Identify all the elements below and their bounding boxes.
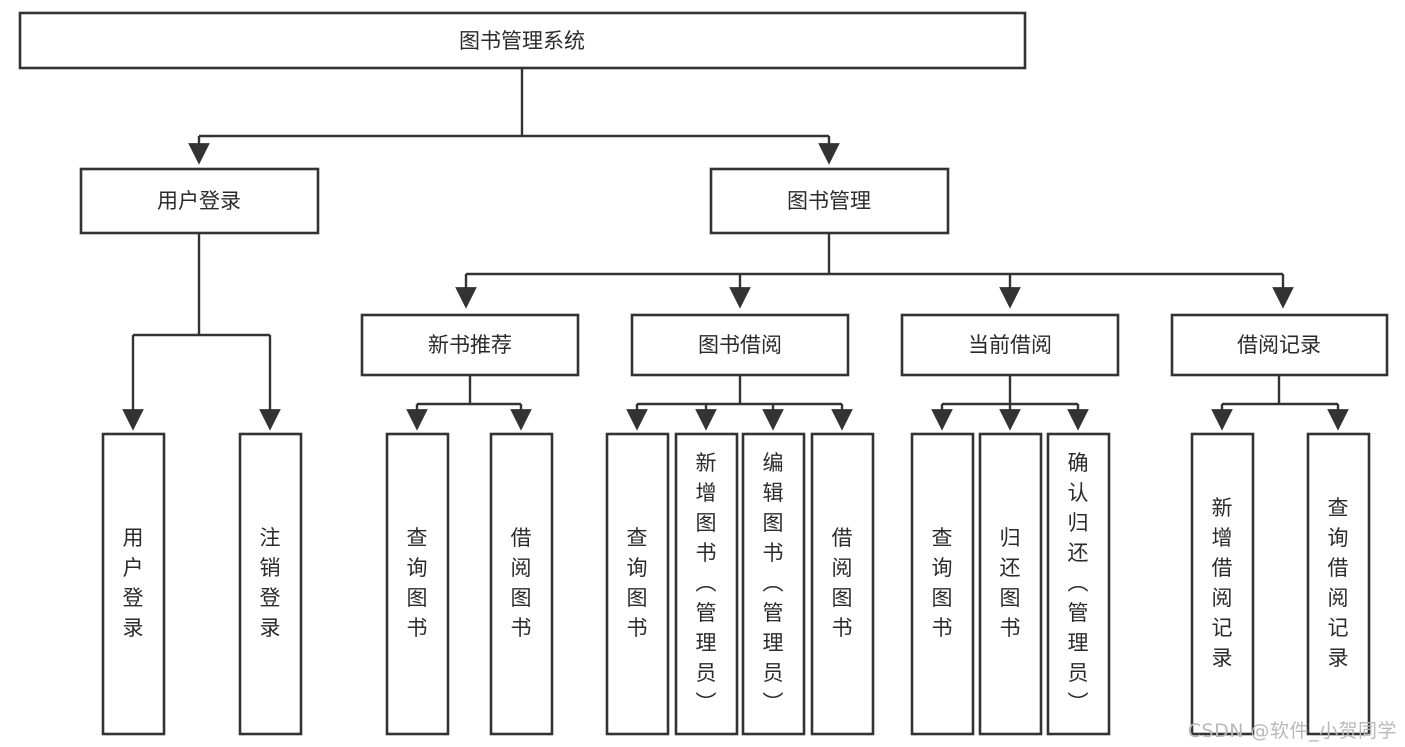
leaf-cur-confirm[interactable]: 确认归还︵管理员︶ [1046, 432, 1111, 736]
leaf-bw-borrow-label: 借阅图书 [832, 526, 853, 640]
leaf-bw-query-label: 查询图书 [627, 526, 648, 640]
node-bookmgmt[interactable]: 图书管理 [709, 167, 950, 235]
leaf-nb-borrow-label: 借阅图书 [511, 526, 532, 640]
leaf-bw-borrow-box[interactable] [810, 432, 875, 736]
leaf-user-logout[interactable]: 注销登录 [238, 432, 303, 736]
node-record-label: 借阅记录 [1237, 333, 1321, 357]
leaf-user-logout-label: 注销登录 [260, 526, 281, 640]
leaf-rec-add[interactable]: 新增借阅记录 [1190, 432, 1255, 736]
node-borrow-label: 图书借阅 [698, 333, 782, 357]
node-root-box[interactable] [18, 11, 1027, 70]
node-newbook-box[interactable] [360, 313, 580, 377]
leaf-rec-add-label: 新增借阅记录 [1212, 496, 1233, 670]
node-bookmgmt-box[interactable] [709, 167, 950, 235]
node-record[interactable]: 借阅记录 [1170, 313, 1389, 377]
leaf-cur-confirm-label: 确认归还︵管理员︶ [1068, 451, 1089, 715]
leaf-cur-query-box[interactable] [910, 432, 975, 736]
connector-layer [122, 68, 1349, 431]
node-record-box[interactable] [1170, 313, 1389, 377]
node-login-box[interactable] [79, 167, 320, 235]
node-root[interactable]: 图书管理系统 [18, 11, 1027, 70]
node-borrow-box[interactable] [630, 313, 850, 377]
leaf-rec-add-box[interactable] [1190, 432, 1255, 736]
leaf-bw-edit-label: 编辑图书︵管理员︶ [763, 451, 784, 715]
leaf-bw-edit[interactable]: 编辑图书︵管理员︶ [741, 432, 806, 736]
node-borrow[interactable]: 图书借阅 [630, 313, 850, 377]
leaf-nb-query-box[interactable] [385, 432, 450, 736]
leaf-nb-borrow[interactable]: 借阅图书 [489, 432, 554, 736]
node-newbook[interactable]: 新书推荐 [360, 313, 580, 377]
leaf-nb-borrow-box[interactable] [489, 432, 554, 736]
node-login-label: 用户登录 [157, 189, 241, 213]
leaf-user-login-label: 用户登录 [123, 526, 144, 640]
leaf-bw-add-label: 新增图书︵管理员︶ [696, 451, 717, 715]
leaf-user-login-box[interactable] [101, 432, 166, 736]
leaf-cur-return-box[interactable] [978, 432, 1043, 736]
leaf-bw-edit-box[interactable] [741, 432, 806, 736]
leaf-bw-query-box[interactable] [605, 432, 670, 736]
node-current[interactable]: 当前借阅 [900, 313, 1120, 377]
node-bookmgmt-label: 图书管理 [787, 189, 871, 213]
leaf-bw-add[interactable]: 新增图书︵管理员︶ [674, 432, 739, 736]
leaf-rec-query[interactable]: 查询借阅记录 [1306, 432, 1371, 736]
leaf-cur-return-label: 归还图书 [1000, 526, 1021, 640]
leaf-nb-query[interactable]: 查询图书 [385, 432, 450, 736]
leaf-bw-query[interactable]: 查询图书 [605, 432, 670, 736]
leaf-cur-return[interactable]: 归还图书 [978, 432, 1043, 736]
leaf-rec-query-label: 查询借阅记录 [1328, 496, 1349, 670]
leaf-cur-confirm-box[interactable] [1046, 432, 1111, 736]
leaf-nb-query-label: 查询图书 [407, 526, 428, 640]
leaf-rec-query-box[interactable] [1306, 432, 1371, 736]
leaf-user-login[interactable]: 用户登录 [101, 432, 166, 736]
node-current-box[interactable] [900, 313, 1120, 377]
leaf-user-logout-box[interactable] [238, 432, 303, 736]
node-current-label: 当前借阅 [968, 333, 1052, 357]
leaf-cur-query-label: 查询图书 [932, 526, 953, 640]
leaf-bw-add-box[interactable] [674, 432, 739, 736]
node-root-label: 图书管理系统 [459, 29, 585, 53]
node-login[interactable]: 用户登录 [79, 167, 320, 235]
node-newbook-label: 新书推荐 [428, 333, 512, 357]
leaf-bw-borrow[interactable]: 借阅图书 [810, 432, 875, 736]
leaf-cur-query[interactable]: 查询图书 [910, 432, 975, 736]
